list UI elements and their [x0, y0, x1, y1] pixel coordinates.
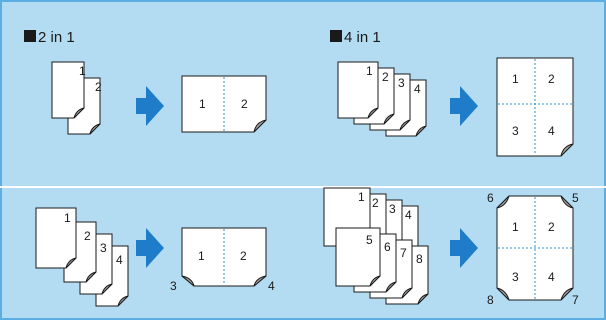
stack-8-pages: 4 3 2 1 8 7 6 [323, 187, 429, 305]
heading-4-in-1: 4 in 1 [344, 29, 381, 46]
page-sheet: 1 [35, 207, 77, 269]
page-number: 4 [548, 270, 555, 284]
page-number: 2 [95, 80, 102, 94]
page-number: 3 [100, 241, 107, 255]
page-number: 7 [400, 246, 407, 260]
page-number: 2 [548, 220, 555, 234]
page-sheet: 5 [335, 227, 381, 287]
page-number: 6 [384, 240, 391, 254]
page-number: 2 [241, 97, 248, 111]
page-number: 3 [398, 76, 405, 90]
heading-2-in-1: 2 in 1 [38, 29, 75, 46]
page-number: 4 [116, 253, 123, 267]
stack-2-pages: 2 1 [51, 61, 102, 135]
stack-4-pages: 4 3 2 1 [337, 61, 427, 137]
page-number: 1 [358, 190, 365, 204]
page-number: 4 [548, 124, 555, 138]
page-number: 2 [84, 229, 91, 243]
page-sheet: 1 [51, 61, 86, 119]
page-number: 1 [512, 72, 519, 86]
page-number: 4 [414, 82, 421, 96]
page-number: 3 [170, 279, 177, 293]
page-number: 2 [372, 196, 379, 210]
page-number: 5 [366, 233, 373, 247]
page-number: 1 [64, 211, 71, 225]
stack-4-pages-2in1: 4 3 2 1 [35, 207, 129, 307]
square-bullet-icon [330, 30, 342, 42]
page-number: 8 [416, 252, 423, 266]
page-number: 4 [268, 279, 275, 293]
page-number: 3 [512, 270, 519, 284]
page-number: 7 [572, 293, 579, 307]
page-number: 1 [366, 64, 373, 78]
right-arrow-icon [136, 228, 164, 268]
page-sheet: 1 [337, 61, 379, 119]
page-number: 2 [240, 249, 247, 263]
output-sheet-4in1-duplex: 1 2 3 4 6 5 8 7 [487, 191, 579, 307]
output-sheet-2in1: 1 2 [181, 75, 267, 133]
page-number: 3 [512, 124, 519, 138]
right-arrow-icon [450, 228, 478, 268]
page-number: 5 [572, 191, 579, 205]
page-number: 2 [382, 70, 389, 84]
page-number: 2 [548, 72, 555, 86]
right-arrow-icon [136, 86, 164, 126]
output-sheet-2in1-duplex: 1 2 3 4 [170, 227, 275, 293]
page-number: 1 [199, 97, 206, 111]
page-number: 6 [487, 191, 494, 205]
output-sheet-4in1: 1 2 3 4 [496, 57, 574, 157]
page-number: 3 [389, 202, 396, 216]
page-number: 1 [512, 220, 519, 234]
page-number: 1 [198, 249, 205, 263]
square-bullet-icon [24, 30, 36, 42]
right-arrow-icon [450, 86, 478, 126]
page-number: 4 [405, 208, 412, 222]
page-number: 1 [79, 64, 86, 78]
page-number: 8 [487, 293, 494, 307]
